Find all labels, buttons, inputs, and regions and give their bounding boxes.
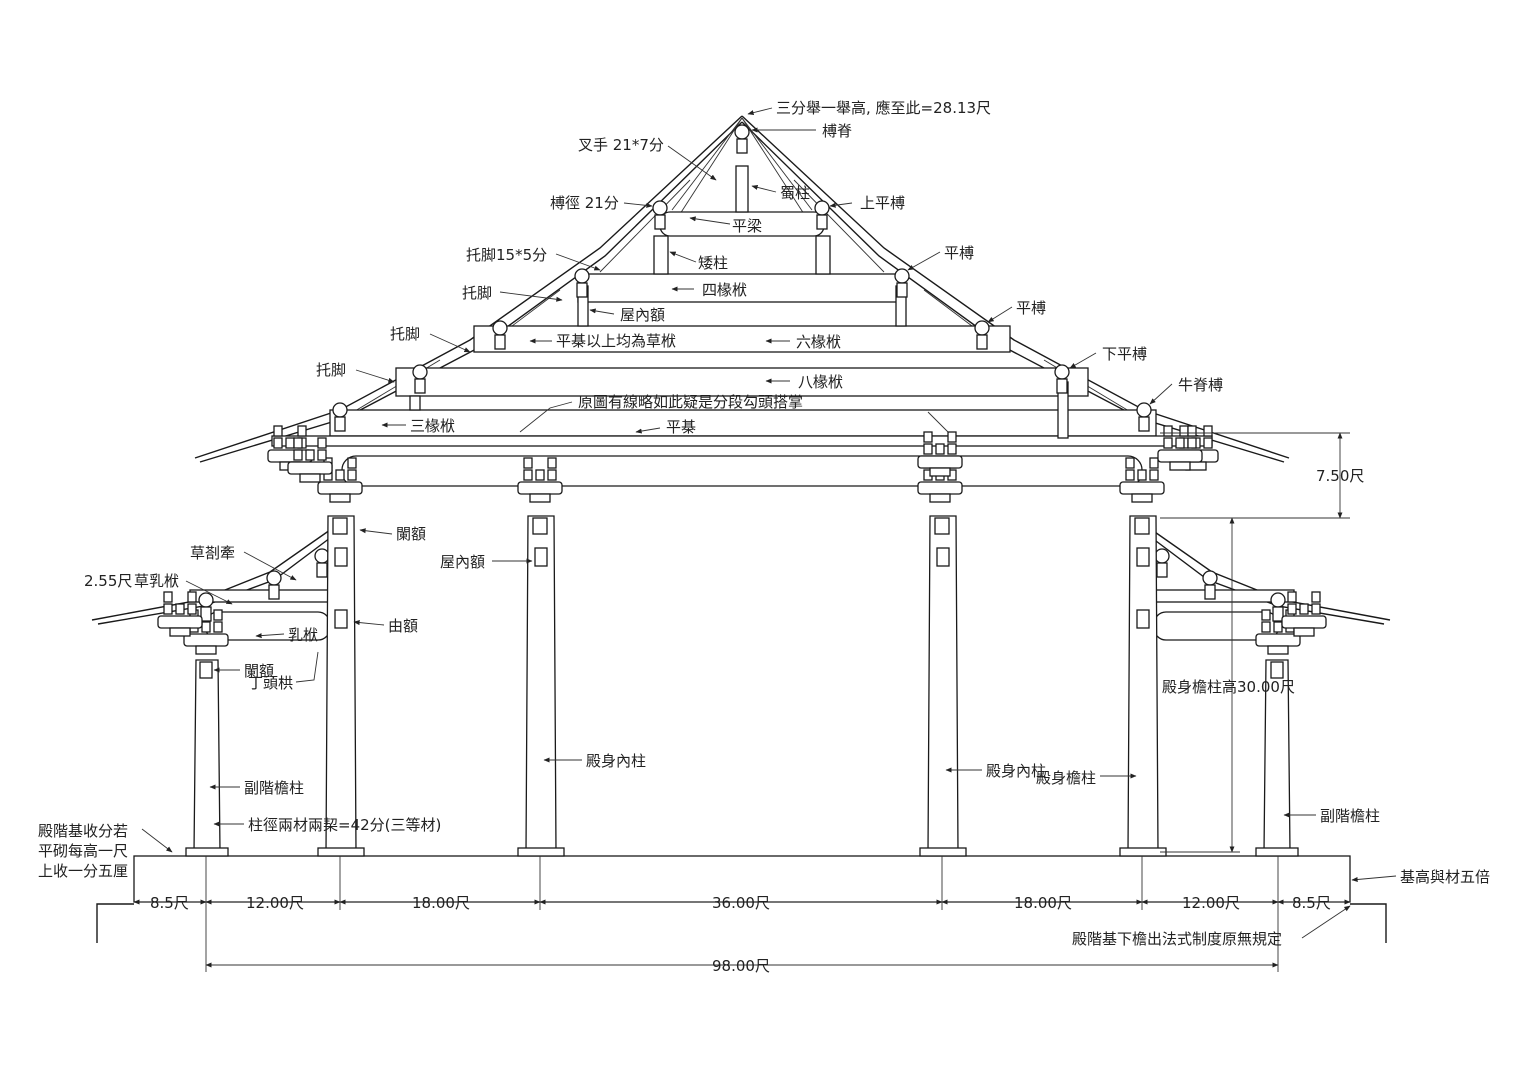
- roof-posts: [409, 165, 1069, 439]
- bracket-2-label: 托脚: [462, 284, 492, 302]
- span-1: 8.5尺: [150, 894, 189, 912]
- bracket-4-label: 托脚: [316, 361, 346, 379]
- eight-rafter-beam-label: 八椽栿: [798, 373, 843, 391]
- base-note-2: 平砌每高一尺: [38, 842, 128, 860]
- base-height-label: 基高與材五倍: [1400, 868, 1490, 886]
- king-post-label: 蜀柱: [780, 184, 810, 202]
- columns: [185, 515, 1299, 857]
- inner-lintel-col-label: 屋內額: [440, 553, 485, 571]
- six-rafter-beam-label: 六椽栿: [796, 333, 841, 351]
- aisle-column-l-label: 副階檐柱: [244, 779, 304, 797]
- upper-purlin-label: 上平榑: [860, 194, 905, 212]
- bracket-3-label: 托脚: [390, 325, 420, 343]
- height-750-label: 7.50尺: [1316, 467, 1364, 485]
- inner-column-2-label: 殿身內柱: [986, 762, 1046, 780]
- span-4: 36.00尺: [712, 894, 770, 912]
- flat-beam-label: 平梁: [732, 217, 762, 235]
- milk-beam-label: 乳栿: [288, 626, 318, 644]
- platform-base: [96, 855, 1387, 943]
- span-7: 8.5尺: [1292, 894, 1331, 912]
- ceiling-beam: [271, 435, 1213, 447]
- eave-column-height-label: 殿身檐柱高30.00尺: [1162, 678, 1295, 696]
- ceiling-label: 平棊: [666, 418, 696, 436]
- horizontal-dimensions: [133, 856, 1351, 972]
- ridge-note: 三分舉一舉高, 應至此=28.13尺: [776, 99, 991, 117]
- ox-spine-purlin-label: 牛脊榑: [1178, 376, 1223, 394]
- span-total: 98.00尺: [712, 957, 770, 975]
- base-note-3: 上收一分五厘: [38, 862, 128, 880]
- aisle-column-r-label: 副階檐柱: [1320, 807, 1380, 825]
- main-tie-beam: [341, 455, 1143, 487]
- aisle-column-left: [193, 659, 221, 853]
- column-dia-label: 柱徑兩材兩栔=42分(三等材): [248, 816, 441, 834]
- inner-column-label: 殿身內柱: [586, 752, 646, 770]
- head-bracket-label: 丁頭栱: [248, 674, 293, 692]
- aisle-roof-right: [1151, 529, 1391, 625]
- span-2: 12.00尺: [246, 894, 304, 912]
- short-post-label: 矮柱: [698, 254, 728, 272]
- leader-lines: [141, 107, 1397, 939]
- original-note: 原圖有線略如此疑是分段勾頭搭掌: [578, 393, 803, 411]
- purlin-dia-label: 榑徑 21分: [550, 194, 619, 212]
- three-rafter-beam-label: 三椽栿: [410, 417, 455, 435]
- six-rafter-beam: [473, 325, 1011, 353]
- ceiling-note: 平棊以上均為草栿: [556, 332, 676, 350]
- side-dim-label: 2.55尺: [84, 572, 132, 590]
- inner-lintel-top-label: 屋內額: [620, 306, 665, 324]
- rough-bracing-label: 草剳牽: [190, 544, 235, 562]
- eight-rafter-beam: [395, 367, 1089, 397]
- bracket-1-label: 托脚15*5分: [466, 246, 547, 264]
- base-eave-note: 殿階基下檐出法式制度原無規定: [1072, 930, 1282, 948]
- rough-beam-label: 草乳栿: [134, 572, 179, 590]
- vertical-dimensions: [1160, 432, 1350, 853]
- king-post: [735, 165, 749, 213]
- eave-column-label: 殿身檐柱: [1036, 769, 1096, 787]
- span-6: 12.00尺: [1182, 894, 1240, 912]
- ridge-purlin-label: 榑脊: [822, 122, 852, 140]
- base-note-1: 殿階基收分若: [38, 822, 128, 840]
- purlin-1-label: 平榑: [944, 244, 974, 262]
- tie-lintel-label: 由額: [388, 617, 418, 635]
- text-labels: 三分舉一舉高, 應至此=28.13尺 榑脊 叉手 21*7分 蜀柱 榑徑 21分…: [38, 99, 1490, 948]
- forked-strut-label: 叉手 21*7分: [578, 136, 664, 154]
- three-rafter-beam: [329, 409, 1157, 437]
- dimension-values: 8.5尺 12.00尺 18.00尺 36.00尺 18.00尺 12.00尺 …: [150, 894, 1331, 975]
- four-rafter-beam-label: 四椽栿: [702, 281, 747, 299]
- purlin-2-label: 平榑: [1016, 299, 1046, 317]
- architrave-label: 闌額: [396, 525, 426, 543]
- architrave-2-label: 闌額: [244, 662, 274, 680]
- lower-purlin-label: 下平榑: [1102, 345, 1147, 363]
- span-3: 18.00尺: [412, 894, 470, 912]
- span-5: 18.00尺: [1014, 894, 1072, 912]
- beams: [189, 211, 1295, 641]
